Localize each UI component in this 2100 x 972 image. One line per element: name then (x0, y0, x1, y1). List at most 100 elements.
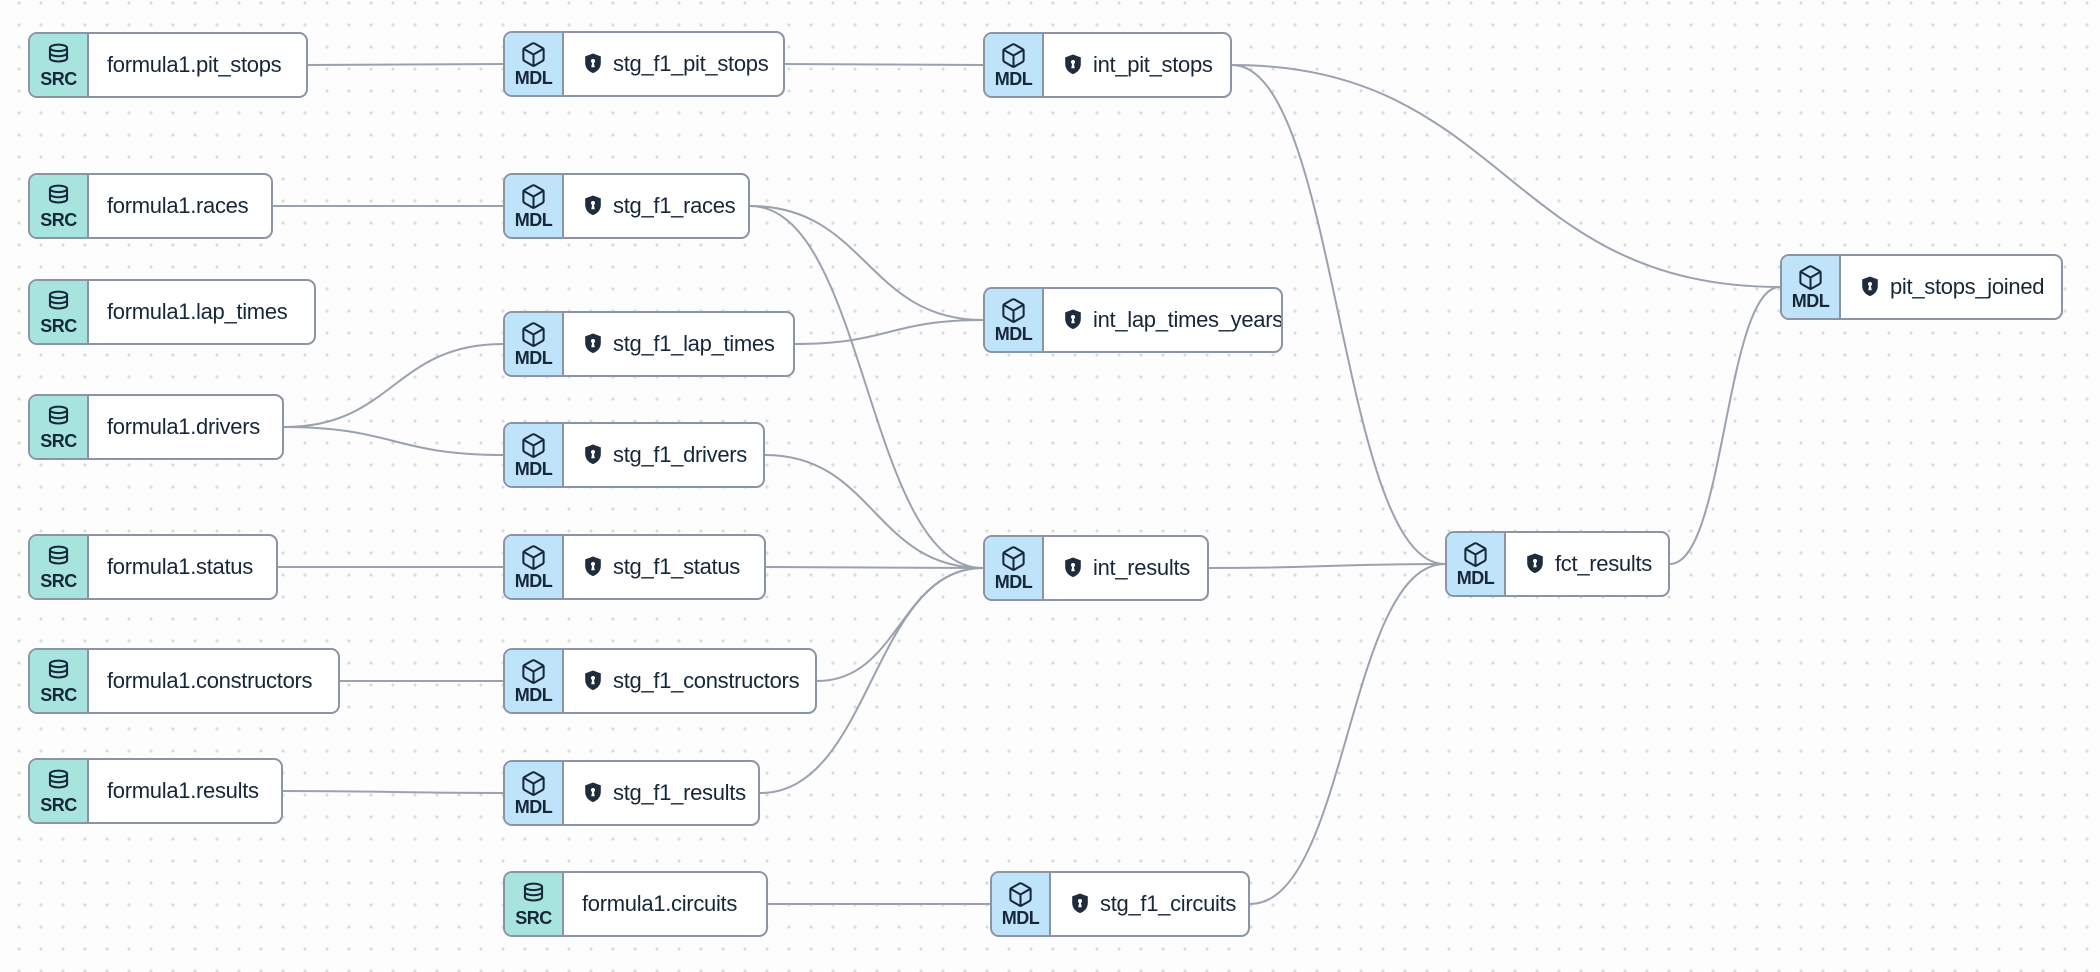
shield-icon (582, 52, 604, 76)
node-body: stg_f1_constructors (564, 650, 815, 712)
database-icon (45, 768, 72, 795)
node-body: int_results (1044, 537, 1207, 599)
node-label: stg_f1_races (613, 193, 736, 218)
node-body: stg_f1_results (564, 762, 758, 824)
node-label: fct_results (1555, 551, 1652, 576)
node-body: formula1.lap_times (89, 281, 314, 343)
node-type-label: MDL (1001, 908, 1040, 928)
node-type-label: SRC (40, 571, 77, 591)
database-icon (45, 658, 72, 685)
model-type-badge: MDL (505, 762, 564, 824)
edge-int_results-fct_results (1208, 563, 1446, 569)
node-body: int_pit_stops (1044, 34, 1230, 96)
node-stg_drivers[interactable]: MDL stg_f1_drivers (503, 422, 765, 488)
node-body: formula1.races (89, 175, 271, 237)
edge-stg_pit_stops-int_pit_stops (784, 63, 984, 66)
node-label: formula1.pit_stops (107, 52, 282, 77)
model-type-badge: MDL (1447, 533, 1506, 595)
model-type-badge: MDL (505, 536, 564, 598)
edge-stg_results-int_results (759, 567, 984, 794)
node-int_pit_stops[interactable]: MDL int_pit_stops (983, 32, 1232, 98)
edge-stg_drivers-int_results (764, 454, 984, 569)
node-type-label: MDL (514, 685, 553, 705)
edge-stg_races-int_lap_times_years (749, 205, 984, 321)
node-type-label: MDL (514, 459, 553, 479)
node-type-label: MDL (994, 69, 1033, 89)
node-body: stg_f1_lap_times (564, 313, 793, 375)
node-body: formula1.constructors (89, 650, 338, 712)
node-body: stg_f1_drivers (564, 424, 763, 486)
node-body: fct_results (1506, 533, 1668, 595)
model-type-badge: MDL (1782, 256, 1841, 318)
source-type-badge: SRC (30, 34, 89, 96)
edge-src_pit_stops-stg_pit_stops (307, 63, 504, 66)
node-label: formula1.constructors (107, 668, 313, 693)
model-type-badge: MDL (992, 873, 1051, 935)
node-stg_constructors[interactable]: MDL stg_f1_constructors (503, 648, 817, 714)
node-type-label: SRC (40, 431, 77, 451)
node-label: stg_f1_status (613, 554, 740, 579)
database-icon (45, 544, 72, 571)
node-stg_status[interactable]: MDL stg_f1_status (503, 534, 766, 600)
node-body: stg_f1_pit_stops (564, 33, 783, 95)
node-label: pit_stops_joined (1890, 274, 2045, 299)
model-type-badge: MDL (985, 289, 1044, 351)
source-type-badge: SRC (30, 396, 89, 458)
edge-src_drivers-stg_lap_times (283, 343, 504, 428)
node-label: stg_f1_results (613, 780, 746, 805)
node-type-label: SRC (40, 795, 77, 815)
node-label: stg_f1_drivers (613, 442, 747, 467)
model-type-badge: MDL (505, 313, 564, 375)
node-label: stg_f1_pit_stops (613, 51, 769, 76)
shield-icon (582, 781, 604, 805)
node-type-label: MDL (514, 68, 553, 88)
source-type-badge: SRC (30, 536, 89, 598)
node-body: stg_f1_status (564, 536, 764, 598)
node-src_lap_times[interactable]: SRC formula1.lap_times (28, 279, 316, 345)
node-label: int_pit_stops (1093, 52, 1213, 77)
database-icon (520, 881, 547, 908)
node-type-label: MDL (1791, 291, 1830, 311)
edge-stg_constructors-int_results (816, 567, 984, 682)
cube-icon (520, 41, 547, 68)
node-src_races[interactable]: SRC formula1.races (28, 173, 273, 239)
model-type-badge: MDL (505, 33, 564, 95)
edge-stg_races-int_results (749, 205, 984, 569)
cube-icon (1000, 545, 1027, 572)
node-fct_results[interactable]: MDL fct_results (1445, 531, 1670, 597)
node-type-label: MDL (514, 348, 553, 368)
database-icon (45, 404, 72, 431)
node-label: formula1.lap_times (107, 299, 288, 324)
cube-icon (520, 183, 547, 210)
node-label: stg_f1_constructors (613, 668, 800, 693)
node-pit_stops_joined[interactable]: MDL pit_stops_joined (1780, 254, 2063, 320)
node-type-label: SRC (40, 316, 77, 336)
node-stg_pit_stops[interactable]: MDL stg_f1_pit_stops (503, 31, 785, 97)
cube-icon (1007, 881, 1034, 908)
shield-icon (582, 443, 604, 467)
node-stg_lap_times[interactable]: MDL stg_f1_lap_times (503, 311, 795, 377)
cube-icon (520, 321, 547, 348)
node-type-label: SRC (40, 210, 77, 230)
edge-src_drivers-stg_drivers (283, 426, 504, 456)
node-src_pit_stops[interactable]: SRC formula1.pit_stops (28, 32, 308, 98)
node-label: int_results (1093, 555, 1190, 580)
edge-stg_status-int_results (765, 566, 984, 569)
shield-icon (582, 669, 604, 693)
node-label: formula1.races (107, 193, 249, 218)
node-stg_results[interactable]: MDL stg_f1_results (503, 760, 760, 826)
database-icon (45, 42, 72, 69)
cube-icon (1797, 264, 1824, 291)
source-type-badge: SRC (30, 175, 89, 237)
